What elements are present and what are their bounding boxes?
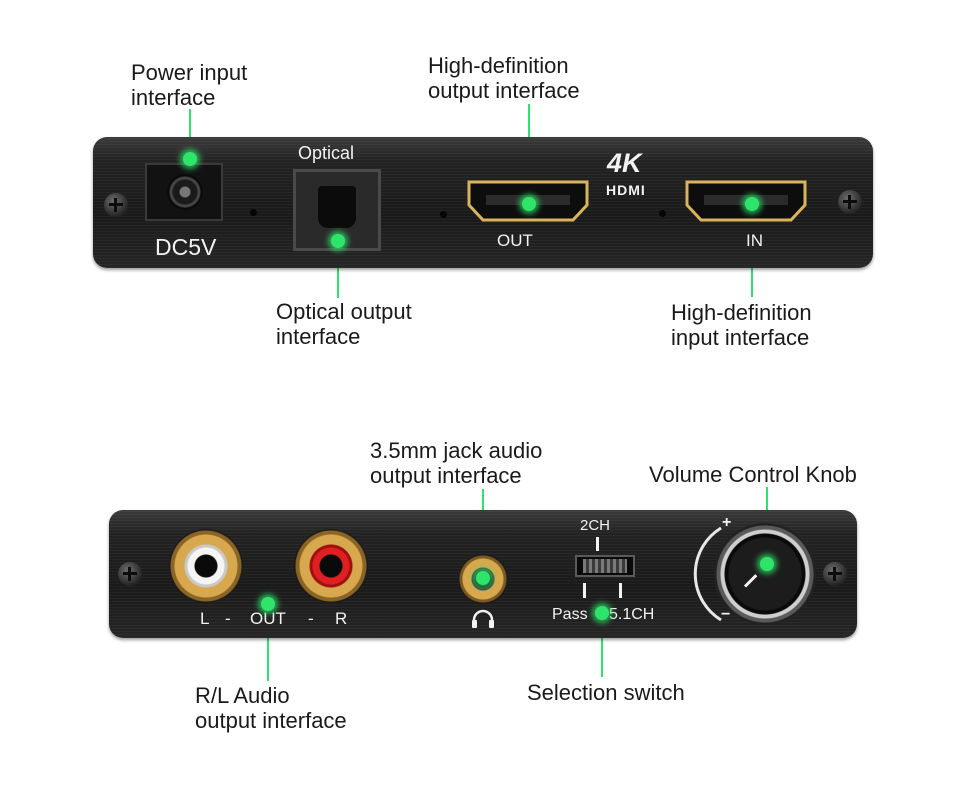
callout-dot-hdmi-out [522,197,536,211]
vent-hole [440,211,447,218]
knob-plus-label: + [722,514,732,531]
logo-4k: 4K [607,148,642,178]
callout-dot-hdmi-in [745,197,759,211]
rca-label-dash: - [308,609,314,628]
callout-hd-output: High-definition output interface [428,53,580,103]
top-device-panel: DC5V Optical OUT 4K HDMI IN [93,137,873,268]
screw-icon [838,190,862,214]
callout-dot-switch [595,606,609,620]
callout-power-input: Power input interface [131,60,248,110]
callout-rl-audio: R/L Audio output interface [195,683,347,733]
callout-dot-optical [331,234,345,248]
rca-label-l: L [200,609,210,628]
switch-label-5-1ch: 5.1CH [609,606,655,623]
selection-switch[interactable] [575,555,635,577]
rca-label-dash: - [225,609,231,628]
volume-arc [683,514,813,634]
callout-optical-output: Optical output interface [276,299,412,349]
switch-tick [596,537,599,551]
dc-power-jack [145,163,223,221]
switch-label-pass: Pass [552,606,588,623]
callout-dot-rca [261,597,275,611]
screw-icon [104,193,128,217]
callout-dot-power [183,152,197,166]
callout-selection-switch: Selection switch [527,680,685,705]
switch-label-2ch: 2CH [580,517,611,534]
rca-left-jack [169,529,243,603]
logo-hdmi: HDMI [606,182,646,198]
volume-knob[interactable] [714,523,816,625]
vent-hole [250,209,257,216]
hdmi-out-label: OUT [497,231,533,250]
rca-label-r: R [335,609,348,628]
screw-icon [823,562,847,586]
switch-tick [583,583,586,598]
callout-jack-output: 3.5mm jack audio output interface [370,438,543,488]
optical-label: Optical [298,143,355,163]
knob-minus-label: − [721,606,731,623]
switch-tick [619,583,622,598]
callout-dot-jack [476,571,490,585]
callout-volume-knob: Volume Control Knob [649,462,857,487]
screw-icon [118,562,142,586]
headphone-icon [470,608,496,630]
dc-label: DC5V [155,234,217,260]
hdmi-in-label: IN [746,231,763,250]
rca-right-jack [294,529,368,603]
rca-label-out: OUT [250,609,286,628]
callout-hd-input: High-definition input interface [671,300,812,350]
callout-dot-knob [760,557,774,571]
vent-hole [659,210,666,217]
